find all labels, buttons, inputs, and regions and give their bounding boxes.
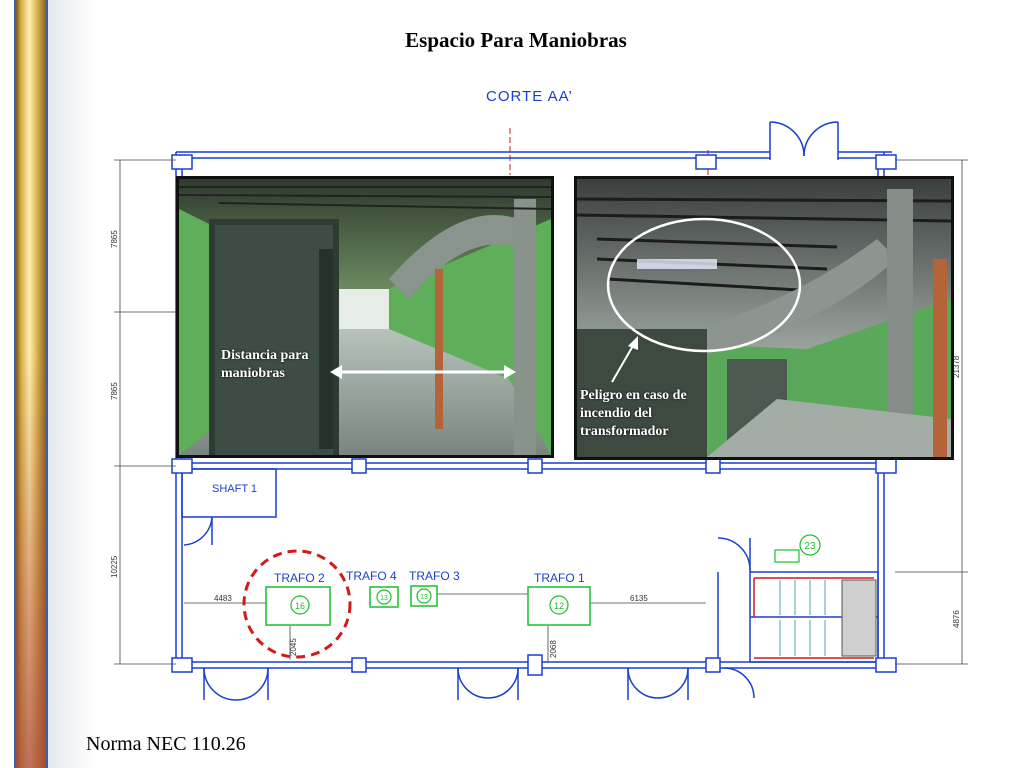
svg-text:TRAFO 2: TRAFO 2 [274,571,325,585]
transformer-trafo-3: TRAFO 3 13 [409,569,460,607]
annotation-distancia: Distancia para maniobras [221,348,309,381]
svg-text:TRAFO 1: TRAFO 1 [534,571,585,585]
transformer-trafo-2: TRAFO 2 16 [265,571,331,626]
dimension-label: 6135 [630,594,648,603]
dimension-label: 10225 [110,555,119,578]
transformer-trafo-1: TRAFO 1 12 [527,571,591,626]
photo-left-corridor [176,176,554,458]
room-number: 23 [804,541,816,552]
dimension-label: 2068 [549,640,558,658]
photo-right-ceiling [574,176,954,460]
dimension-label: 2045 [289,638,298,656]
room-tag [774,549,800,563]
hazard-ellipse-annotation [606,217,802,383]
svg-text:16: 16 [295,601,305,611]
stair-steps [779,580,826,656]
svg-text:TRAFO 4: TRAFO 4 [346,569,397,583]
stair-handrail [753,577,874,659]
highlight-circle [242,549,352,659]
transformer-trafo-4: TRAFO 4 13 [346,569,399,608]
dimension-label: 7865 [110,382,119,400]
double-arrow-icon [330,365,516,379]
dimension-label: 4876 [952,610,961,628]
ceiling-photo-illustration [577,179,951,457]
svg-text:13: 13 [420,594,428,601]
dimension-label: 4483 [214,594,232,603]
slide-title: Espacio Para Maniobras [405,28,627,52]
room-number-bubble [799,534,821,556]
section-label: CORTE AA’ [486,88,573,105]
footer-norm: Norma NEC 110.26 [86,733,246,755]
svg-text:TRAFO 3: TRAFO 3 [409,569,460,583]
stair-hatch [841,579,877,657]
shaft-label: SHAFT 1 [212,483,257,495]
columns [171,154,897,676]
svg-text:12: 12 [554,601,564,611]
dimension-label: 7865 [110,230,119,248]
annotation-peligro: Peligro en caso de incendio del transfor… [580,388,687,439]
corridor-photo-illustration [179,179,551,455]
decorative-gold-bar [14,0,48,768]
decorative-shadow-strip [48,0,96,768]
dimension-lines [114,159,968,665]
svg-text:13: 13 [380,595,388,602]
dimension-label: 21378 [952,355,961,378]
